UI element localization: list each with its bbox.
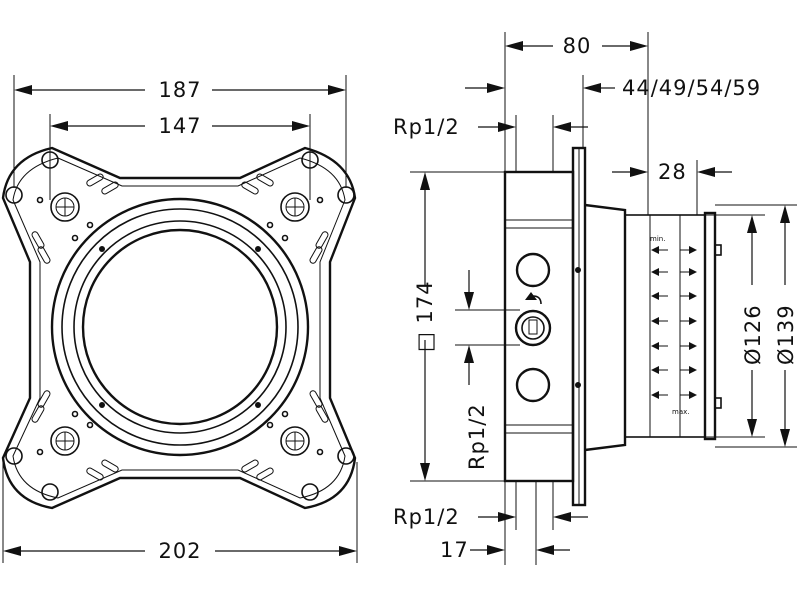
neck [584, 203, 627, 452]
bolt-top-left [50, 192, 80, 222]
scale-min-label: min. [650, 235, 665, 243]
ring-outer [50, 197, 310, 457]
plate-slots [30, 172, 330, 482]
dim-17-label: 17 [440, 538, 469, 562]
dim-rp-top: Rp1/2 [393, 115, 588, 172]
plate-small-holes [36, 196, 324, 456]
port-bottom [515, 367, 551, 403]
dim-202-label: 202 [158, 539, 201, 563]
dim-44-59-label: 44/49/54/59 [622, 76, 761, 100]
dim-174-label: □ 174 [413, 280, 437, 352]
ring-dots [99, 246, 261, 408]
bolt-bottom-left [50, 426, 80, 456]
dim-rp-top-label: Rp1/2 [393, 115, 460, 139]
bolt-bottom-right [280, 426, 310, 456]
scale-arrows [651, 246, 697, 399]
dim-dia-126-label: Ø126 [741, 304, 765, 365]
dim-rp-bottom: Rp1/2 [393, 481, 588, 530]
plate-inner-edge [12, 157, 346, 499]
ring-inner [81, 228, 279, 426]
dim-rp-mid-label: Rp1/2 [465, 403, 489, 470]
dim-dia-139-label: Ø139 [774, 304, 798, 365]
dim-147: 147 [49, 114, 311, 200]
dim-rp-bottom-label: Rp1/2 [393, 505, 460, 529]
dim-80-label: 80 [563, 34, 592, 58]
dim-17: 17 [440, 481, 570, 565]
front-view: 187 147 202 [1, 75, 358, 563]
dim-187-label: 187 [158, 78, 201, 102]
dim-rp-mid: Rp1/2 [455, 270, 520, 470]
dim-dia-126: Ø126 [705, 214, 765, 438]
bolt-top-right [280, 192, 310, 222]
scale-max-label: max. [672, 408, 689, 416]
dim-174: □ 174 [410, 171, 505, 482]
dim-28: 28 [612, 160, 732, 215]
ring-mid2 [73, 220, 287, 434]
dim-44-59: 44/49/54/59 [465, 75, 761, 148]
dim-202: 202 [2, 462, 358, 563]
side-view: min. max. 80 [393, 32, 798, 565]
dim-80: 80 [504, 32, 649, 215]
dim-147-label: 147 [158, 114, 201, 138]
port-mid [514, 309, 552, 347]
dim-187: 187 [13, 75, 347, 188]
dim-28-label: 28 [658, 160, 687, 184]
port-top [515, 252, 551, 288]
ring-mid [61, 208, 299, 446]
corner-holes [5, 151, 355, 501]
dim-dia-139: Ø139 [715, 204, 798, 448]
